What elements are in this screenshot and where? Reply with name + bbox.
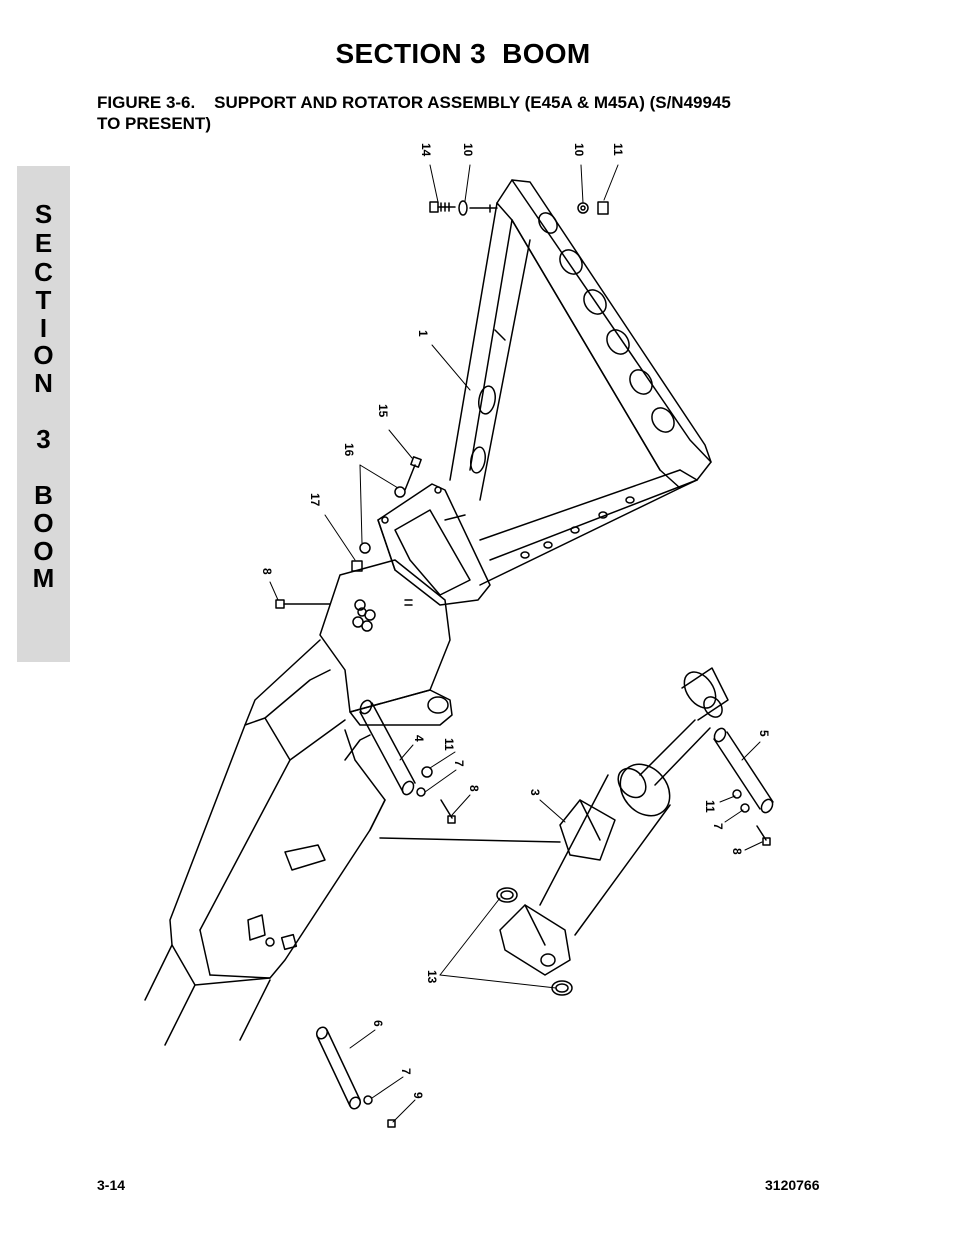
page-number: 3-14 <box>97 1177 126 1193</box>
pin-item-5 <box>713 727 774 814</box>
callout-11: 11 <box>611 143 625 156</box>
side-tab-letter: T <box>35 285 52 315</box>
side-tab-letter: I <box>39 313 48 343</box>
callout-10: 10 <box>572 143 586 157</box>
callout-8: 8 <box>730 848 744 855</box>
boom-head <box>144 639 386 1046</box>
callout-17: 17 <box>308 493 322 507</box>
support-frame <box>449 179 712 586</box>
callout-9: 9 <box>411 1092 425 1099</box>
side-tab-letter: 3 <box>36 424 51 454</box>
hydraulic-cylinder <box>379 667 729 976</box>
callout-14: 14 <box>419 143 433 157</box>
hardware <box>275 200 771 1128</box>
side-tab-letter: C <box>34 257 53 287</box>
callout-13: 13 <box>425 970 439 984</box>
side-tab-letter: M <box>32 563 55 593</box>
section-title: SECTION 3 BOOM <box>335 38 591 69</box>
callout-6: 6 <box>371 1020 385 1027</box>
pin-item-6 <box>315 1026 362 1110</box>
figure-title: FIGURE 3-6. SUPPORT AND ROTATOR ASSEMBLY… <box>97 93 731 133</box>
side-tab-letter: S <box>34 199 53 229</box>
side-tab-letter: O <box>33 340 54 370</box>
section-side-tab: S E C T I O N 3 B O O M <box>17 166 70 662</box>
o-ring <box>496 887 518 903</box>
document-number: 3120766 <box>765 1177 820 1193</box>
callout-8: 8 <box>260 568 274 575</box>
side-tab-letter: O <box>33 536 54 566</box>
callout-7: 7 <box>399 1068 413 1075</box>
callout-7: 7 <box>452 760 466 767</box>
rotator-bracket <box>377 483 491 606</box>
callout-8: 8 <box>467 785 481 792</box>
callout-11: 11 <box>442 738 456 751</box>
pin-item-4 <box>359 699 416 796</box>
callout-5: 5 <box>757 730 771 737</box>
callout-7: 7 <box>711 823 725 830</box>
callout-15: 15 <box>376 404 390 418</box>
rotator-body <box>319 559 453 726</box>
leader-lines <box>269 164 763 1123</box>
callout-1: 1 <box>416 330 430 337</box>
callout-3: 3 <box>528 789 542 796</box>
side-tab-letter: O <box>33 508 54 538</box>
callout-16: 16 <box>342 443 356 457</box>
callout-11: 11 <box>703 800 717 813</box>
callout-10: 10 <box>461 143 475 157</box>
side-tab-letter: N <box>34 368 53 398</box>
side-tab-letter: B <box>34 480 53 510</box>
callout-4: 4 <box>412 735 426 742</box>
side-tab-letter: E <box>34 228 53 258</box>
